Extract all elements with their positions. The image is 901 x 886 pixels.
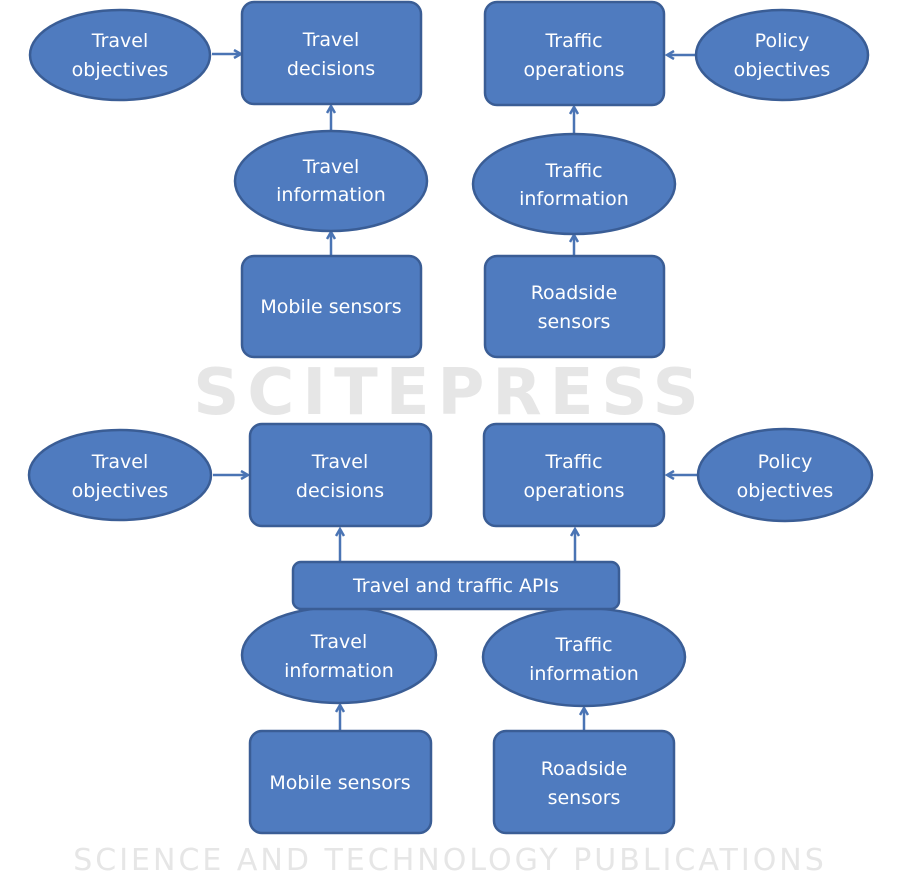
watermark-title: SCITEPRESS (193, 356, 706, 430)
node-mobile-sensors: Mobile sensors (248, 729, 433, 835)
node-mobile-sensors: Mobile sensors (240, 254, 423, 359)
svg-text:Travel and traffic APIs: Travel and traffic APIs (352, 575, 559, 597)
svg-text:Mobile sensors: Mobile sensors (260, 296, 401, 318)
watermark-subtitle: SCIENCE AND TECHNOLOGY PUBLICATIONS (73, 843, 827, 878)
svg-text:Mobile sensors: Mobile sensors (269, 772, 410, 794)
node-travel-traffic-apis: Travel and traffic APIs (291, 560, 621, 611)
